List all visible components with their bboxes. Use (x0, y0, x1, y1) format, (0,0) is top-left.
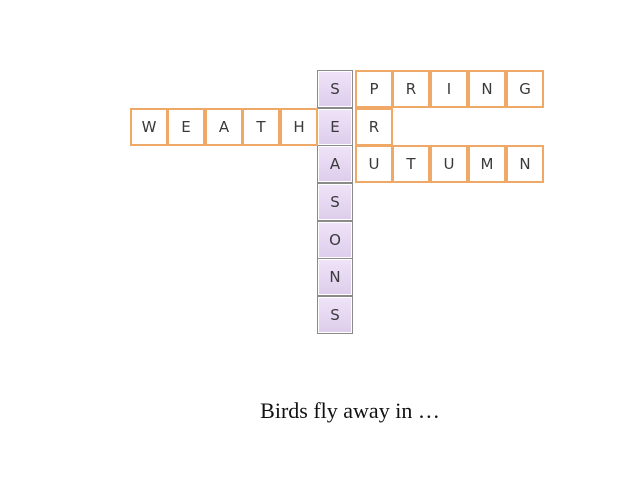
crossword-cell-autumn-4[interactable]: U (430, 145, 468, 183)
crossword-cell-weather-7[interactable]: R (355, 108, 393, 146)
crossword-cell-autumn-5[interactable]: M (468, 145, 506, 183)
crossword-cell-seasons-7[interactable]: S (317, 296, 353, 334)
crossword-cell-weather-5[interactable]: H (280, 108, 318, 146)
crossword-cell-autumn-6[interactable]: N (506, 145, 544, 183)
crossword-cell-seasons-2[interactable]: E (317, 108, 353, 146)
clue-text: Birds fly away in … (260, 398, 440, 423)
crossword-cell-spring-4[interactable]: I (430, 70, 468, 108)
crossword-cell-seasons-3[interactable]: A (317, 145, 353, 183)
crossword-cell-seasons-1[interactable]: S (317, 70, 353, 108)
crossword-cell-autumn-3[interactable]: T (392, 145, 430, 183)
crossword-cell-spring-5[interactable]: N (468, 70, 506, 108)
crossword-cell-spring-3[interactable]: R (392, 70, 430, 108)
crossword-cell-weather-1[interactable]: W (130, 108, 168, 146)
crossword-cell-weather-4[interactable]: T (242, 108, 280, 146)
crossword-cell-seasons-4[interactable]: S (317, 183, 353, 221)
crossword-cell-spring-6[interactable]: G (506, 70, 544, 108)
crossword-cell-spring-2[interactable]: P (355, 70, 393, 108)
crossword-cell-weather-2[interactable]: E (167, 108, 205, 146)
crossword-cell-seasons-6[interactable]: N (317, 258, 353, 296)
crossword-cell-weather-3[interactable]: A (205, 108, 243, 146)
crossword-cell-seasons-5[interactable]: O (317, 221, 353, 259)
crossword-cell-autumn-2[interactable]: U (355, 145, 393, 183)
